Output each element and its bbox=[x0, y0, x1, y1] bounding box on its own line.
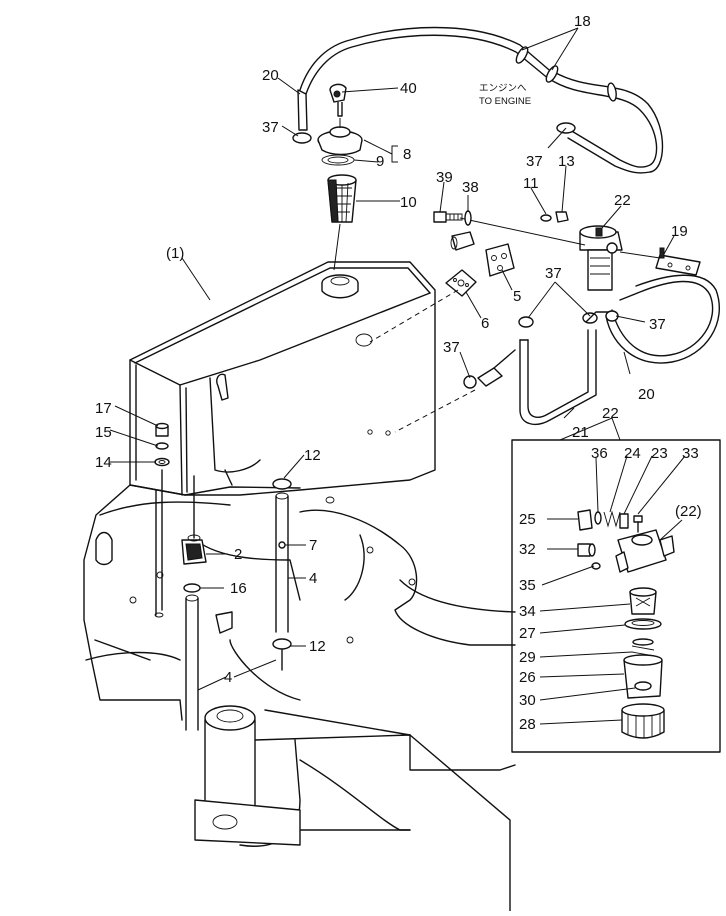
label-7: 7 bbox=[309, 537, 317, 554]
label-5: 5 bbox=[513, 288, 521, 305]
label-24: 24 bbox=[624, 445, 641, 462]
label-17: 17 bbox=[95, 400, 112, 417]
engine-note-jp: エンジンへ bbox=[479, 83, 527, 94]
label-32: 32 bbox=[519, 541, 536, 558]
seal-ring bbox=[321, 154, 355, 166]
label-10: 10 bbox=[400, 194, 417, 211]
cap-key-lock bbox=[329, 83, 347, 117]
detail-spring-24 bbox=[603, 510, 621, 528]
bolt-39 bbox=[433, 211, 463, 223]
washer-15 bbox=[155, 442, 169, 450]
label-37-left: 37 bbox=[443, 339, 460, 356]
gasket-6 bbox=[445, 269, 477, 297]
leader-lines bbox=[109, 27, 686, 725]
label-21: 21 bbox=[572, 424, 589, 441]
drain-valve-2 bbox=[181, 534, 207, 565]
label-4-left: 4 bbox=[224, 669, 232, 686]
label-36: 36 bbox=[591, 445, 608, 462]
detail-plug-32 bbox=[577, 543, 596, 557]
label-18: 18 bbox=[574, 13, 591, 30]
bracket-5 bbox=[485, 243, 515, 277]
detail-ring-35 bbox=[591, 562, 601, 570]
label-22-top: 22 bbox=[614, 192, 631, 209]
detail-nut-28 bbox=[621, 703, 665, 739]
detail-seal-36 bbox=[594, 511, 602, 525]
detail-element-34 bbox=[629, 587, 657, 615]
label-20-top: 20 bbox=[262, 67, 279, 84]
label-1: (1) bbox=[166, 245, 184, 262]
label-37-right: 37 bbox=[649, 316, 666, 333]
detail-ring-30 bbox=[634, 681, 652, 691]
label-26: 26 bbox=[519, 669, 536, 686]
label-37-top-left: 37 bbox=[262, 119, 279, 136]
label-33: 33 bbox=[682, 445, 699, 462]
hose-clamp-12-top bbox=[272, 478, 292, 490]
label-13: 13 bbox=[558, 153, 575, 170]
label-19: 19 bbox=[671, 223, 688, 240]
label-12-top: 12 bbox=[304, 447, 321, 464]
fuel-hose-20-lower bbox=[605, 274, 721, 364]
label-11: 11 bbox=[523, 175, 539, 192]
fuel-tank bbox=[129, 261, 436, 504]
label-22-detail: 22 bbox=[602, 405, 619, 422]
label-23: 23 bbox=[651, 445, 668, 462]
label-12-bottom: 12 bbox=[309, 638, 326, 655]
filter-bracket bbox=[655, 247, 701, 276]
label-40: 40 bbox=[400, 80, 417, 97]
drain-hose-4-left bbox=[185, 594, 199, 731]
detail-screw-33 bbox=[633, 515, 643, 533]
engine-note-en: TO ENGINE bbox=[479, 96, 531, 107]
label-15: 15 bbox=[95, 424, 112, 441]
label-8: 8 bbox=[403, 146, 411, 163]
label-28: 28 bbox=[519, 716, 536, 733]
bolt-17 bbox=[155, 422, 169, 437]
detail-valve-23 bbox=[619, 513, 629, 529]
label-14: 14 bbox=[95, 454, 112, 471]
washer-14 bbox=[154, 457, 170, 467]
part-labels: 18 20 40 37 8 9 10 37 13 39 38 11 22 19 … bbox=[95, 13, 702, 733]
label-34: 34 bbox=[519, 603, 536, 620]
detail-ring-27 bbox=[624, 618, 662, 630]
fuel-filter-assembly bbox=[579, 225, 623, 291]
label-35: 35 bbox=[519, 577, 536, 594]
label-22-sub: (22) bbox=[675, 503, 702, 520]
detail-bowl-26 bbox=[623, 654, 663, 699]
fuel-hose-21 bbox=[519, 329, 597, 426]
hose-clamp-18 bbox=[515, 46, 617, 102]
label-29: 29 bbox=[519, 649, 536, 666]
label-39: 39 bbox=[436, 169, 453, 186]
label-37-top-right: 37 bbox=[526, 153, 543, 170]
label-25: 25 bbox=[519, 511, 536, 528]
label-37-mid: 37 bbox=[545, 265, 562, 282]
spring-washer-38 bbox=[464, 210, 472, 226]
clip-7 bbox=[278, 541, 286, 549]
spacer-collar bbox=[450, 231, 475, 251]
filler-cap bbox=[317, 126, 363, 156]
hose-clamp-16 bbox=[183, 583, 201, 593]
washer-11 bbox=[540, 214, 552, 222]
label-6: 6 bbox=[481, 315, 489, 332]
label-4-right: 4 bbox=[309, 570, 317, 587]
filler-strainer bbox=[327, 174, 357, 223]
label-38: 38 bbox=[462, 179, 479, 196]
return-hose bbox=[297, 26, 664, 174]
detail-plug-25 bbox=[577, 509, 593, 531]
drain-hose-4-right bbox=[275, 492, 289, 633]
label-30: 30 bbox=[519, 692, 536, 709]
label-16: 16 bbox=[230, 580, 247, 597]
hose-clamp-12-bottom bbox=[272, 638, 292, 650]
machine-frame bbox=[83, 484, 516, 912]
nut-13 bbox=[555, 211, 569, 223]
label-20-bottom: 20 bbox=[638, 386, 655, 403]
label-2: 2 bbox=[234, 546, 242, 563]
filter-detail-box bbox=[511, 417, 721, 753]
label-9: 9 bbox=[376, 153, 384, 170]
hose-clamp-37-lower bbox=[463, 310, 619, 389]
detail-filter-head bbox=[615, 529, 675, 573]
pipe-connector bbox=[477, 349, 516, 387]
label-27: 27 bbox=[519, 625, 536, 642]
